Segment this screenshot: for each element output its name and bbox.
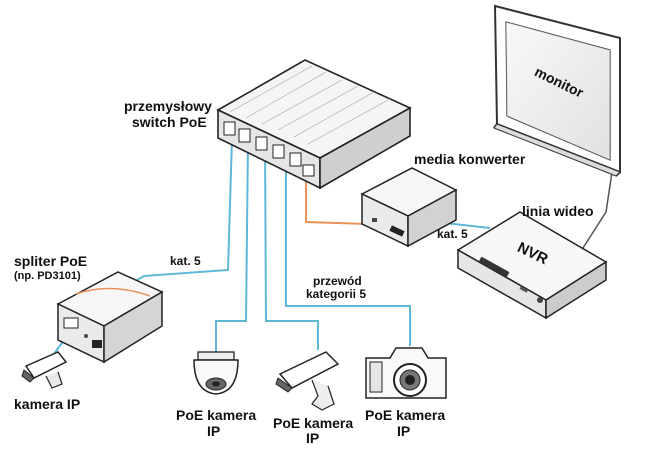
cable-switch-to-splitter [109, 137, 233, 297]
switch-label-line1: przemysłowy [124, 98, 212, 114]
poe-splitter-device [56, 271, 164, 364]
kat5-left-label: kat. 5 [170, 254, 201, 268]
box-camera [365, 347, 447, 399]
dome-camera [193, 351, 239, 395]
poe-camera1-label-line1: PoE kamera [176, 407, 256, 423]
cable-switch-to-box-camera [285, 150, 411, 346]
camera-ip-label: kamera IP [14, 396, 80, 412]
media-converter-device [360, 167, 458, 248]
poe-switch-device [216, 59, 412, 190]
bullet-camera-left [21, 351, 68, 389]
cable-label-line1: przewód [313, 274, 362, 288]
monitor-device [493, 4, 621, 177]
kat5-right-label: kat. 5 [437, 227, 468, 241]
poe-camera2-label-line1: PoE kamera [273, 415, 353, 431]
splitter-label-line1: spliter PoE [14, 253, 87, 269]
poe-camera2-label-line2: IP [306, 430, 319, 446]
cable-switch-to-dome-camera [215, 139, 249, 356]
video-line-label: linia wideo [522, 203, 594, 219]
switch-label-line2: switch PoE [132, 114, 207, 130]
cable-switch-to-bullet-camera [264, 142, 319, 350]
cable-nvr-to-monitor [573, 171, 613, 263]
splitter-label-line2: (np. PD3101) [14, 270, 81, 282]
cable-label-line2: kategorii 5 [306, 287, 366, 301]
poe-camera3-label-line1: PoE kamera [365, 407, 445, 423]
poe-camera1-label-line2: IP [207, 423, 220, 439]
nvr-device [456, 211, 608, 320]
bullet-camera-middle [275, 351, 340, 411]
poe-camera3-label-line2: IP [397, 423, 410, 439]
media-converter-label: media konwerter [414, 151, 526, 167]
